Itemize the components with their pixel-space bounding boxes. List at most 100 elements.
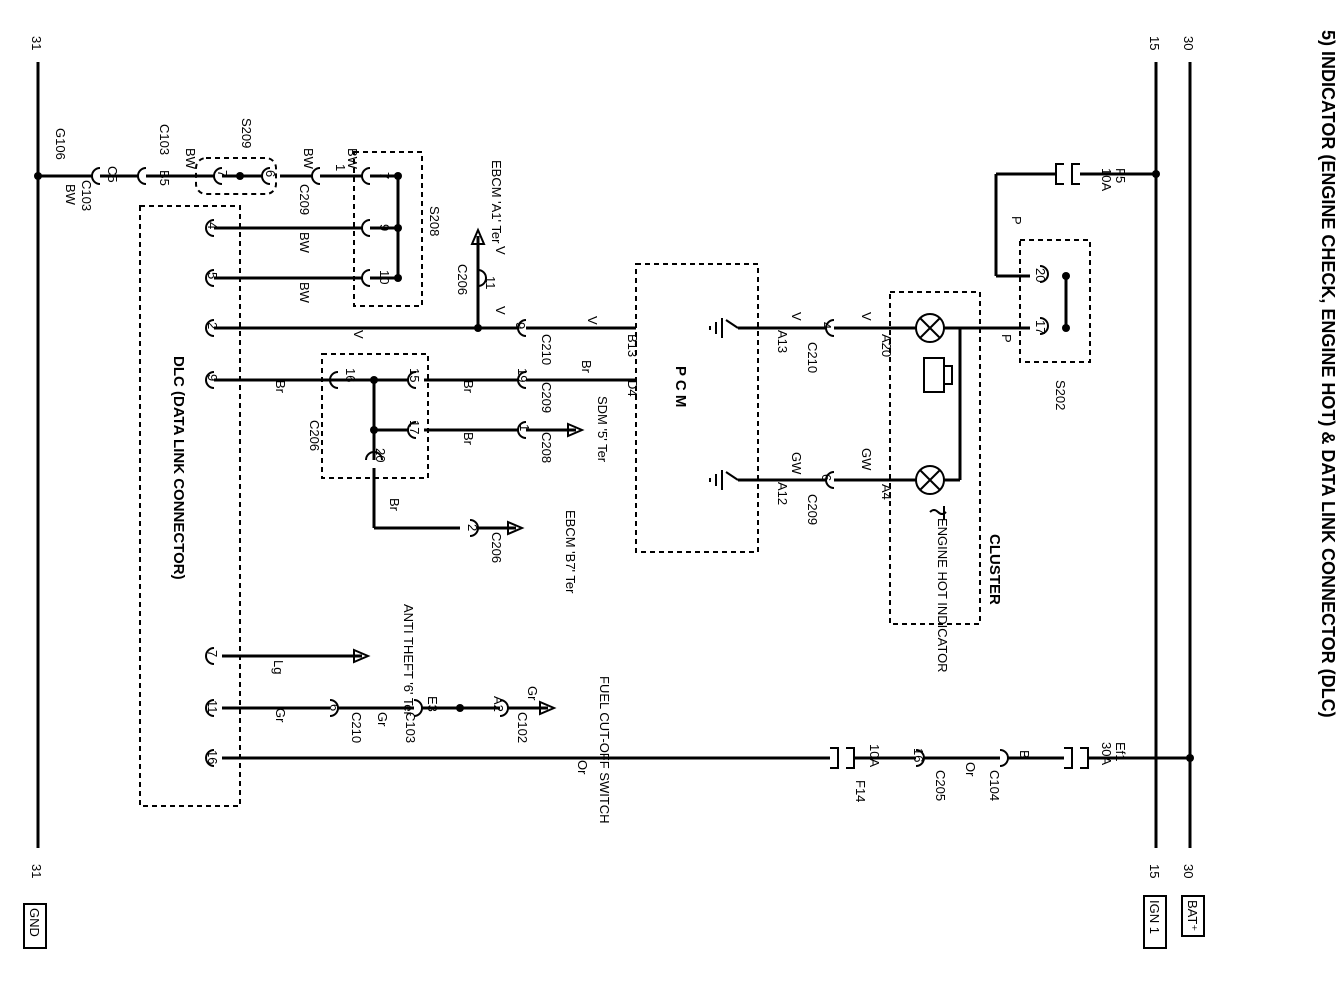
pin-9-s208: 9 [377, 224, 392, 231]
wire-bw-ground: BW [63, 184, 78, 206]
connector-c103-a: C103 [157, 124, 172, 155]
pin-19-c209: 19 [515, 368, 530, 382]
bat-tag-box [1181, 895, 1205, 937]
connector-c102: C102 [515, 712, 530, 743]
wire-v-ebcm: V [493, 246, 508, 255]
pcm-box [635, 263, 759, 553]
wire-gr-c103: Gr [375, 712, 390, 727]
pin-17: 17 [1033, 320, 1048, 334]
connector-c104: C104 [987, 770, 1002, 801]
engine-icon [923, 357, 945, 393]
connector-c208: C208 [539, 432, 554, 463]
connector-c206-c: C206 [489, 532, 504, 563]
ref-ebcm-b7: EBCM 'B7' Ter [563, 510, 578, 594]
pin-4-c210: 4 [819, 322, 834, 329]
pin-a13: A13 [775, 330, 790, 353]
pin-b5: B5 [157, 170, 172, 186]
fuse-f5-symbol [1055, 163, 1080, 185]
dlc-box [139, 205, 241, 807]
pin-6-c210: 6 [327, 704, 342, 711]
wire-lg: Lg [271, 660, 286, 674]
dlc-pin-7: 7 [205, 650, 220, 657]
thermometer-icon [929, 506, 947, 520]
rail-15-bottom-label: 15 [1147, 864, 1162, 878]
pin-d4: D4 [625, 380, 640, 397]
connector-c209-c: C209 [297, 184, 312, 215]
splice-s208-label: S208 [427, 206, 442, 236]
connector-c103-c: C103 [403, 712, 418, 743]
connector-c209-a: C209 [805, 494, 820, 525]
rail-30-top-label: 30 [1181, 36, 1196, 50]
pin-7-s208: 7 [377, 172, 392, 179]
ign-tag-box [1143, 895, 1167, 949]
pin-17-c206: 17 [407, 420, 422, 434]
fuse-f14-rating: 10A [867, 744, 882, 767]
connector-c5: C5 [105, 166, 120, 183]
fuse-f14-symbol [830, 747, 855, 769]
ground-symbol [709, 318, 723, 338]
fuse-f14-label: F14 [853, 780, 868, 802]
pin-16-c206: 16 [343, 368, 358, 382]
wire-v-ebcm-2: V [493, 306, 508, 315]
pin-16-c205: 16 [911, 748, 926, 762]
splice-s208-box [353, 151, 423, 307]
ign-tag: IGN 1 [1147, 900, 1162, 934]
splice-s202-label: S202 [1053, 380, 1068, 410]
fuse-f5-label: F5 [1113, 168, 1128, 183]
connector-c205: C205 [933, 770, 948, 801]
wire-bw-dlc4: BW [297, 232, 312, 254]
cluster-box [889, 291, 981, 625]
engine-hot-label: ENGINE HOT INDICATOR [935, 518, 950, 673]
pin-a20: A20 [879, 334, 894, 357]
cluster-label: CLUSTER [986, 534, 1003, 605]
rail-31-bottom-label: 31 [29, 864, 44, 878]
ground-g106: G106 [53, 128, 68, 160]
dlc-pin-16: 16 [205, 750, 220, 764]
connector-c210-b: C210 [539, 334, 554, 365]
wire-br-sdm: Br [461, 432, 476, 446]
pin-6-c209: 6 [819, 474, 834, 481]
dlc-pin-4: 4 [205, 222, 220, 229]
dlc-pin-11: 11 [205, 700, 220, 714]
wire-p-label: P [1009, 216, 1024, 225]
fuse-f5-rating: 10A [1099, 168, 1114, 191]
wire-bw-c209: BW [301, 148, 316, 170]
pin-15-c206: 15 [407, 368, 422, 382]
dlc-pin-2: 2 [205, 322, 220, 329]
gnd-tag: GND [27, 908, 42, 937]
pin-6-s209: 6 [263, 170, 278, 177]
pin-2-c206: 2 [465, 524, 480, 531]
connector-c206-b: C206 [307, 420, 322, 451]
diagram-title: 5) INDICATOR (ENGINE CHECK, ENGINE HOT) … [1318, 30, 1338, 718]
pin-a12: A12 [775, 482, 790, 505]
dlc-pin-9: 9 [205, 374, 220, 381]
pin-b13: B13 [625, 334, 640, 357]
wire-br-dlc: Br [273, 380, 288, 394]
wire-v-cluster: V [859, 312, 874, 321]
dlc-pin-5: 5 [205, 272, 220, 279]
ref-fuel-cutoff: FUEL CUT-OFF SWITCH [597, 676, 612, 824]
bat-tag: BAT⁺ [1185, 900, 1200, 931]
pin-a2: A2 [491, 696, 506, 712]
connector-c210-c: C210 [349, 712, 364, 743]
pin-20-c206: 20 [373, 448, 388, 462]
pin-7-s209: 7 [215, 170, 230, 177]
pcm-label: P C M [672, 366, 689, 407]
connector-c209-b: C209 [539, 382, 554, 413]
wire-gr-fuel: Gr [525, 686, 540, 701]
gnd-tag-box [23, 903, 47, 949]
ref-anti-theft: ANTI THEFT '6' Ter [401, 604, 416, 717]
fuse-ef1-symbol [1064, 747, 1089, 769]
wire-v-dlc: V [351, 330, 366, 339]
pin-1-c209: 1 [333, 164, 348, 171]
pin-9-c210: 9 [513, 322, 528, 329]
pin-11-c206: 11 [483, 276, 498, 290]
pin-1-c208: 1 [517, 424, 532, 431]
wire-or-c104: Or [963, 762, 978, 777]
pin-20: 20 [1033, 268, 1048, 282]
wire-bw-s208: BW [345, 148, 360, 170]
splice-s209-label: S209 [239, 118, 254, 148]
splice-s202-box [1019, 239, 1091, 363]
wire-p-label-2: P [999, 334, 1014, 343]
